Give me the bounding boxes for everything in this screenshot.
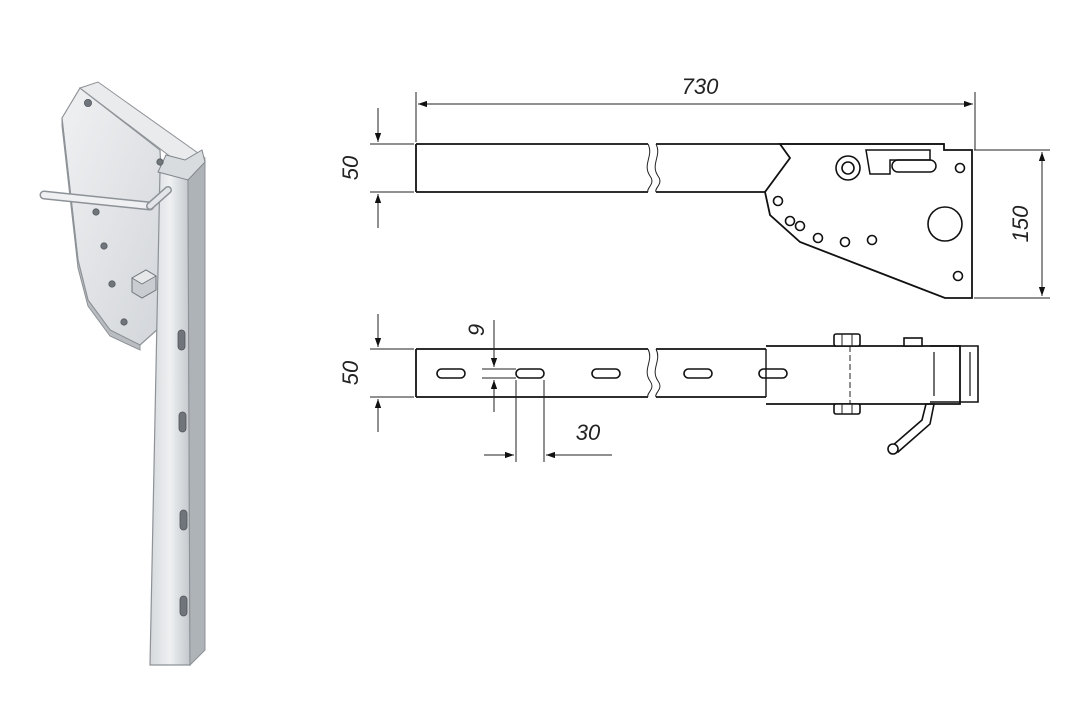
dim-slot-pitch: 30 <box>484 380 612 462</box>
dim-side-height-label: 50 <box>338 155 363 180</box>
side-view: 730 50 150 <box>338 74 1050 299</box>
iso-bar-slots <box>177 329 188 617</box>
dim-overall-length: 730 <box>415 74 976 150</box>
iso-plate-holes <box>84 99 164 326</box>
top-tube <box>415 348 766 398</box>
top-view: 50 9 30 <box>338 314 979 462</box>
side-plate <box>764 143 973 299</box>
iso-handle-rod <box>39 186 172 211</box>
dim-slot-pitch-label: 30 <box>576 420 601 445</box>
iso-bar-side <box>187 158 206 667</box>
dim-plate-height-label: 150 <box>1008 205 1033 242</box>
dim-slot-width-label: 9 <box>464 324 489 336</box>
top-slots <box>436 368 788 379</box>
iso-bolt <box>131 269 157 299</box>
iso-plate-edge <box>61 117 141 351</box>
dim-top-width-label: 50 <box>338 360 363 385</box>
dim-slot-width: 9 <box>464 320 516 412</box>
dim-side-height: 50 <box>338 108 414 228</box>
top-bracket <box>765 333 979 455</box>
isometric-view <box>39 81 206 667</box>
iso-top-flange <box>78 81 206 171</box>
iso-collar <box>157 149 206 181</box>
dim-top-width: 50 <box>338 314 414 432</box>
dim-overall-length-label: 730 <box>682 74 719 99</box>
side-tube <box>415 143 780 193</box>
dim-plate-height: 150 <box>974 149 1050 299</box>
